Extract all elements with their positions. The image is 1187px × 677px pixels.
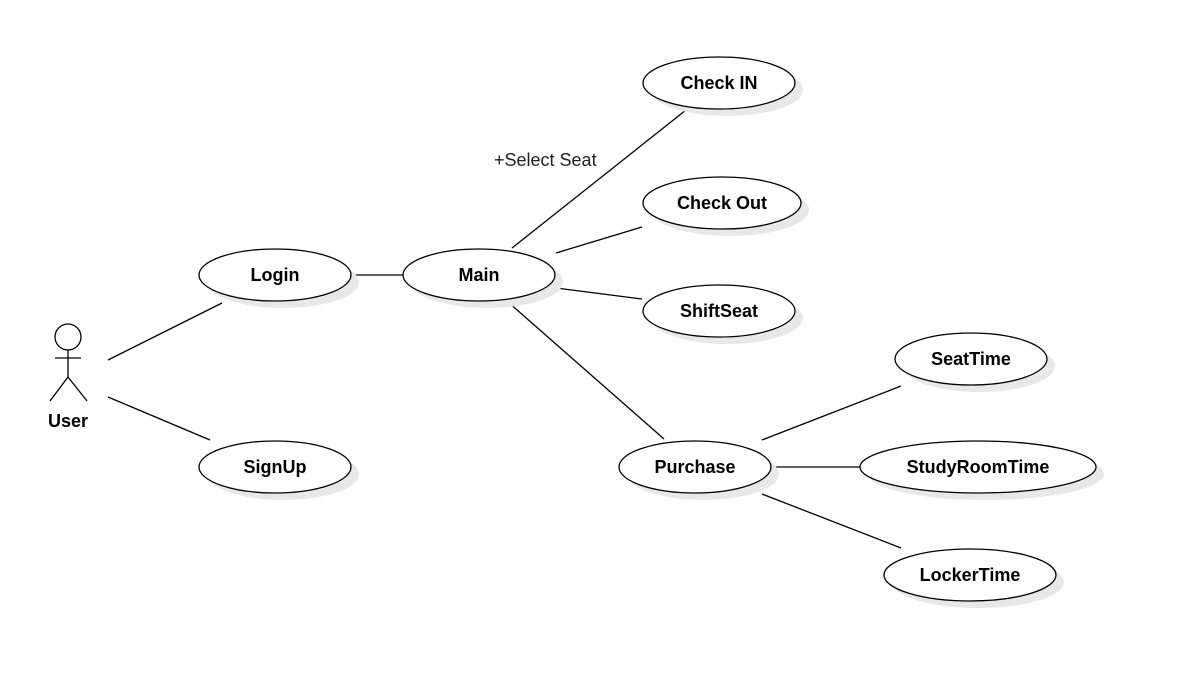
use-case-login[interactable]: Login xyxy=(198,248,359,308)
assoc-user-login xyxy=(107,302,223,361)
actor-left-leg xyxy=(49,376,69,402)
use-case-label: Check Out xyxy=(677,193,767,213)
use-case-study-room-time[interactable]: StudyRoomTime xyxy=(859,440,1104,500)
use-case-label: LockerTime xyxy=(920,565,1021,585)
use-case-seat-time[interactable]: SeatTime xyxy=(894,332,1055,392)
actor-head xyxy=(54,323,82,351)
use-case-label: Main xyxy=(458,265,499,285)
assoc-main-shift-seat xyxy=(555,287,643,300)
assoc-main-check-out xyxy=(555,226,643,254)
actor-user[interactable]: User xyxy=(48,323,88,431)
use-case-label: StudyRoomTime xyxy=(907,457,1050,477)
use-case-check-out[interactable]: Check Out xyxy=(642,176,809,236)
use-case-signup[interactable]: SignUp xyxy=(198,440,359,500)
actor-right-leg xyxy=(67,376,88,402)
use-case-main[interactable]: Main xyxy=(402,248,563,308)
use-case-label: SeatTime xyxy=(931,349,1011,369)
assoc-main-check-in xyxy=(511,109,687,249)
assoc-user-signup xyxy=(107,396,211,441)
use-case-label: ShiftSeat xyxy=(680,301,758,321)
use-case-locker-time[interactable]: LockerTime xyxy=(883,548,1064,608)
assoc-main-purchase xyxy=(507,301,665,440)
use-case-label: Purchase xyxy=(654,457,735,477)
assoc-purchase-locker-time xyxy=(761,493,902,549)
use-case-label: SignUp xyxy=(244,457,307,477)
use-case-check-in[interactable]: Check IN xyxy=(642,56,803,116)
use-case-purchase[interactable]: Purchase xyxy=(618,440,779,500)
actor-label: User xyxy=(48,411,88,431)
edge-label-select-seat: +Select Seat xyxy=(494,150,597,170)
use-case-label: Check IN xyxy=(680,73,757,93)
use-case-shift-seat[interactable]: ShiftSeat xyxy=(642,284,803,344)
associations xyxy=(107,109,902,549)
assoc-purchase-seat-time xyxy=(761,385,902,441)
use-case-label: Login xyxy=(251,265,300,285)
